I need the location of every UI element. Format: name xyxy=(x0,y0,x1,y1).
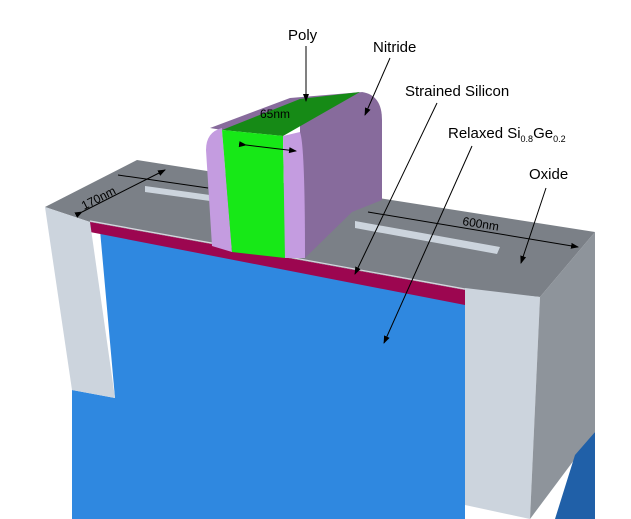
strained-silicon-layer xyxy=(90,222,465,305)
strained-silicon-label: Strained Silicon xyxy=(405,83,509,100)
oxide-label: Oxide xyxy=(529,166,568,183)
relaxed-sige-pointer xyxy=(383,145,473,344)
nitride-pointer xyxy=(364,57,391,116)
nitride-spacer-left xyxy=(206,128,232,252)
poly-top xyxy=(222,92,360,136)
gate-length-label: 65nm xyxy=(260,107,290,121)
oxide-slot-right xyxy=(355,221,500,254)
left-width-extension xyxy=(117,174,209,189)
right-length-label: 600nm xyxy=(462,214,500,234)
nitride-side xyxy=(300,92,382,258)
nitride-label: Nitride xyxy=(373,39,416,56)
poly-gate xyxy=(222,130,285,258)
oxide-left-front xyxy=(45,207,115,398)
relaxed-sige-block xyxy=(72,230,465,519)
left-width-arrow xyxy=(74,169,166,218)
nitride-spacer-right xyxy=(283,132,305,258)
relaxed-sige-label: Relaxed Si0.8Ge0.2 xyxy=(448,125,566,144)
oxide-right-front xyxy=(465,288,540,519)
strained-silicon-pointer xyxy=(354,102,438,275)
oxide-pointer xyxy=(520,187,547,264)
oxide-right-side xyxy=(530,232,595,519)
right-length-arrow xyxy=(367,211,579,249)
gate-length-arrow xyxy=(238,141,297,154)
poly-label: Poly xyxy=(288,27,318,44)
sige-right-side xyxy=(555,432,595,519)
